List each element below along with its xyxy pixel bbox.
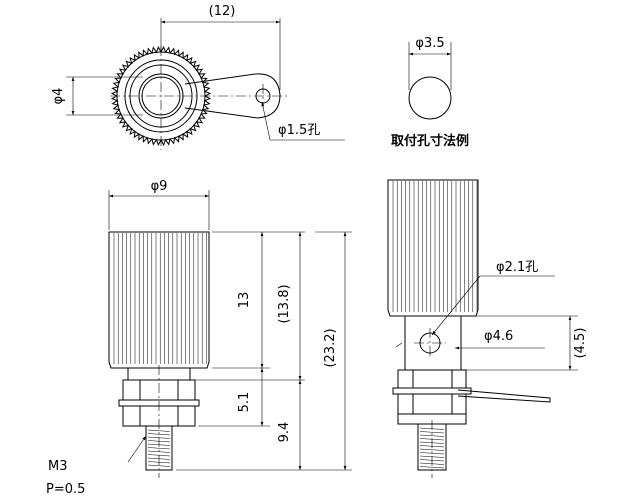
hatch-line (419, 448, 445, 451)
top-knurl (110, 45, 212, 147)
front-knurl (113, 233, 207, 364)
mount-hole-view (408, 42, 452, 120)
side-thread (419, 427, 445, 469)
dim-front-diameter: φ9 (151, 179, 168, 194)
dim-top-diameter: φ4 (51, 88, 66, 105)
dim-top-hole: φ1.5孔 (278, 123, 320, 138)
front-view (108, 190, 352, 478)
knurl-serration (110, 45, 212, 147)
hatch-line (419, 434, 445, 437)
thread-pitch: P=0.5 (46, 482, 85, 497)
hatch-line (147, 429, 171, 432)
dim-side-hole: φ2.1孔 (496, 260, 538, 275)
dim-mount-diameter: φ3.5 (415, 36, 444, 51)
side-knurl (392, 181, 478, 312)
top-view (66, 18, 345, 150)
front-thread (147, 429, 171, 467)
dim-side-diameter: φ4.6 (484, 329, 513, 344)
hatch-line (147, 464, 171, 467)
hatch-line (147, 433, 171, 436)
dim-front-13: 13 (237, 292, 252, 309)
hatch-line (419, 452, 445, 455)
dim-front-23-2: (23.2) (323, 328, 338, 367)
hatch-line (419, 466, 445, 469)
dim-top-width: (12) (209, 4, 236, 19)
side-view (387, 179, 578, 478)
dim-side-4-5: (4.5) (573, 328, 588, 359)
mount-caption: 取付孔寸法例 (391, 133, 469, 149)
hatch-line (419, 431, 445, 434)
dim-front-5-1: 5.1 (237, 392, 252, 413)
dim-front-13-8: (13.8) (277, 284, 292, 323)
dim-front-9-4: 9.4 (277, 422, 292, 443)
hatch-line (147, 447, 171, 450)
thread-spec: M3 (48, 459, 68, 474)
